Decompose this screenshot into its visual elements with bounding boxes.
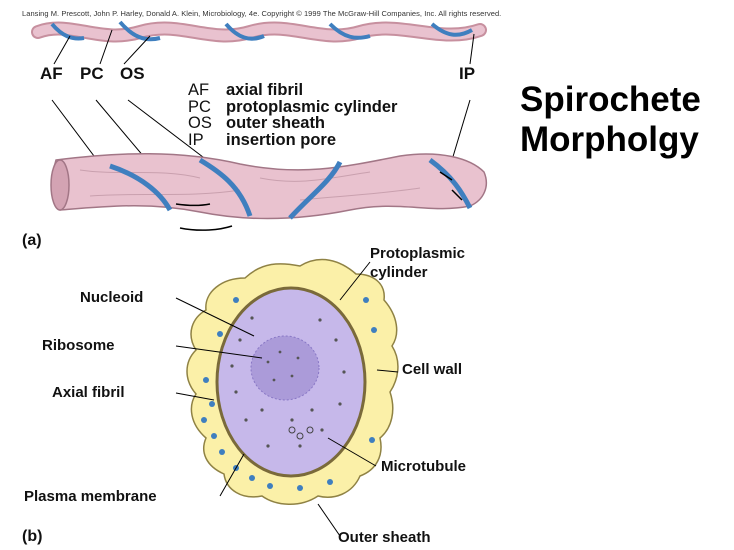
- label-ribosome: Ribosome: [42, 336, 115, 355]
- abbreviation-legend: AFaxial fibril PCprotoplasmic cylinder O…: [188, 82, 397, 148]
- nucleoid-shape: [251, 336, 319, 400]
- label-nucleoid: Nucleoid: [80, 288, 143, 307]
- label-pc: PC: [80, 65, 104, 82]
- legend-abbr: OS: [188, 115, 226, 132]
- label-plasma-membrane: Plasma membrane: [24, 487, 157, 506]
- legend-row: OSouter sheath: [188, 115, 397, 132]
- label-microtubule: Microtubule: [381, 457, 466, 476]
- label-cell-wall: Cell wall: [402, 360, 462, 379]
- cross-section: [176, 260, 398, 536]
- legend-abbr: IP: [188, 132, 226, 149]
- legend-row: PCprotoplasmic cylinder: [188, 99, 397, 116]
- large-cell-body: [53, 154, 487, 219]
- spirochete-small: [38, 22, 480, 64]
- legend-abbr: PC: [188, 99, 226, 116]
- legend-abbr: AF: [188, 82, 226, 99]
- label-axial-fibril: Axial fibril: [52, 383, 125, 402]
- legend-text: protoplasmic cylinder: [226, 99, 397, 116]
- label-os: OS: [120, 65, 145, 82]
- panel-label-a: (a): [22, 232, 42, 250]
- cell-end-cap: [51, 160, 69, 210]
- label-protoplasmic-line1: Protoplasmic: [370, 244, 465, 263]
- ip-leader-bottom: [452, 100, 470, 160]
- label-af: AF: [40, 65, 63, 82]
- panel-label-b: (b): [22, 528, 42, 546]
- legend-text: outer sheath: [226, 115, 325, 132]
- label-protoplasmic-line2: cylinder: [370, 263, 465, 282]
- label-ip: IP: [459, 65, 475, 82]
- legend-text: insertion pore: [226, 132, 336, 149]
- legend-text: axial fibril: [226, 82, 303, 99]
- spirochete-large: [51, 154, 486, 230]
- legend-row: IPinsertion pore: [188, 132, 397, 149]
- legend-row: AFaxial fibril: [188, 82, 397, 99]
- label-outer-sheath: Outer sheath: [338, 528, 431, 547]
- label-protoplasmic-cylinder: Protoplasmic cylinder: [370, 244, 465, 282]
